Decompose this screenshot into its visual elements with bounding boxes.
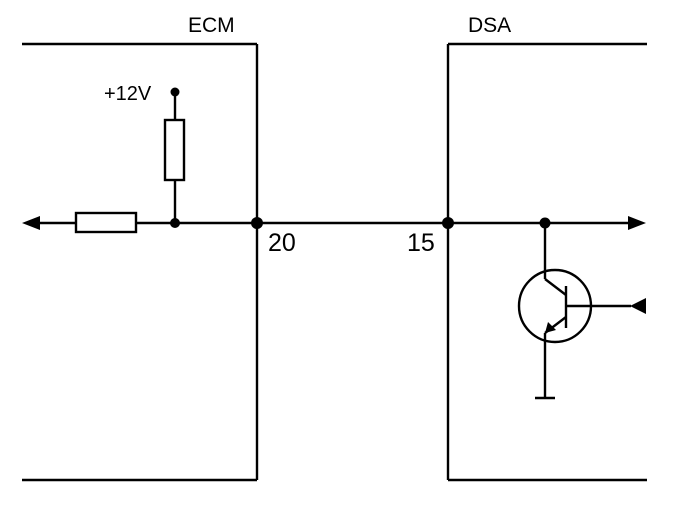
ecm-pin-dot xyxy=(251,217,263,229)
base-input-arrow-icon xyxy=(630,298,646,314)
collector-lead xyxy=(544,278,567,296)
pull-up-branch xyxy=(163,87,186,228)
ecm-pin-number: 20 xyxy=(268,229,296,257)
emitter-arrow-icon xyxy=(545,322,556,333)
dsa-module-outline xyxy=(446,42,647,482)
dsa-label: DSA xyxy=(468,14,511,37)
inline-resistor-symbol xyxy=(74,211,138,234)
ecm-module-outline xyxy=(22,42,259,482)
pull-up-junction-dot xyxy=(170,218,180,228)
right-arrow-icon xyxy=(628,216,646,230)
left-arrow-icon xyxy=(22,216,40,230)
dsa-pin-dot xyxy=(442,217,454,229)
pnp-transistor-symbol xyxy=(517,217,646,400)
ecm-label: ECM xyxy=(188,14,235,37)
pull-up-resistor-symbol xyxy=(163,118,186,182)
supply-voltage-label: +12V xyxy=(104,83,152,105)
dsa-pin-number: 15 xyxy=(407,229,435,257)
